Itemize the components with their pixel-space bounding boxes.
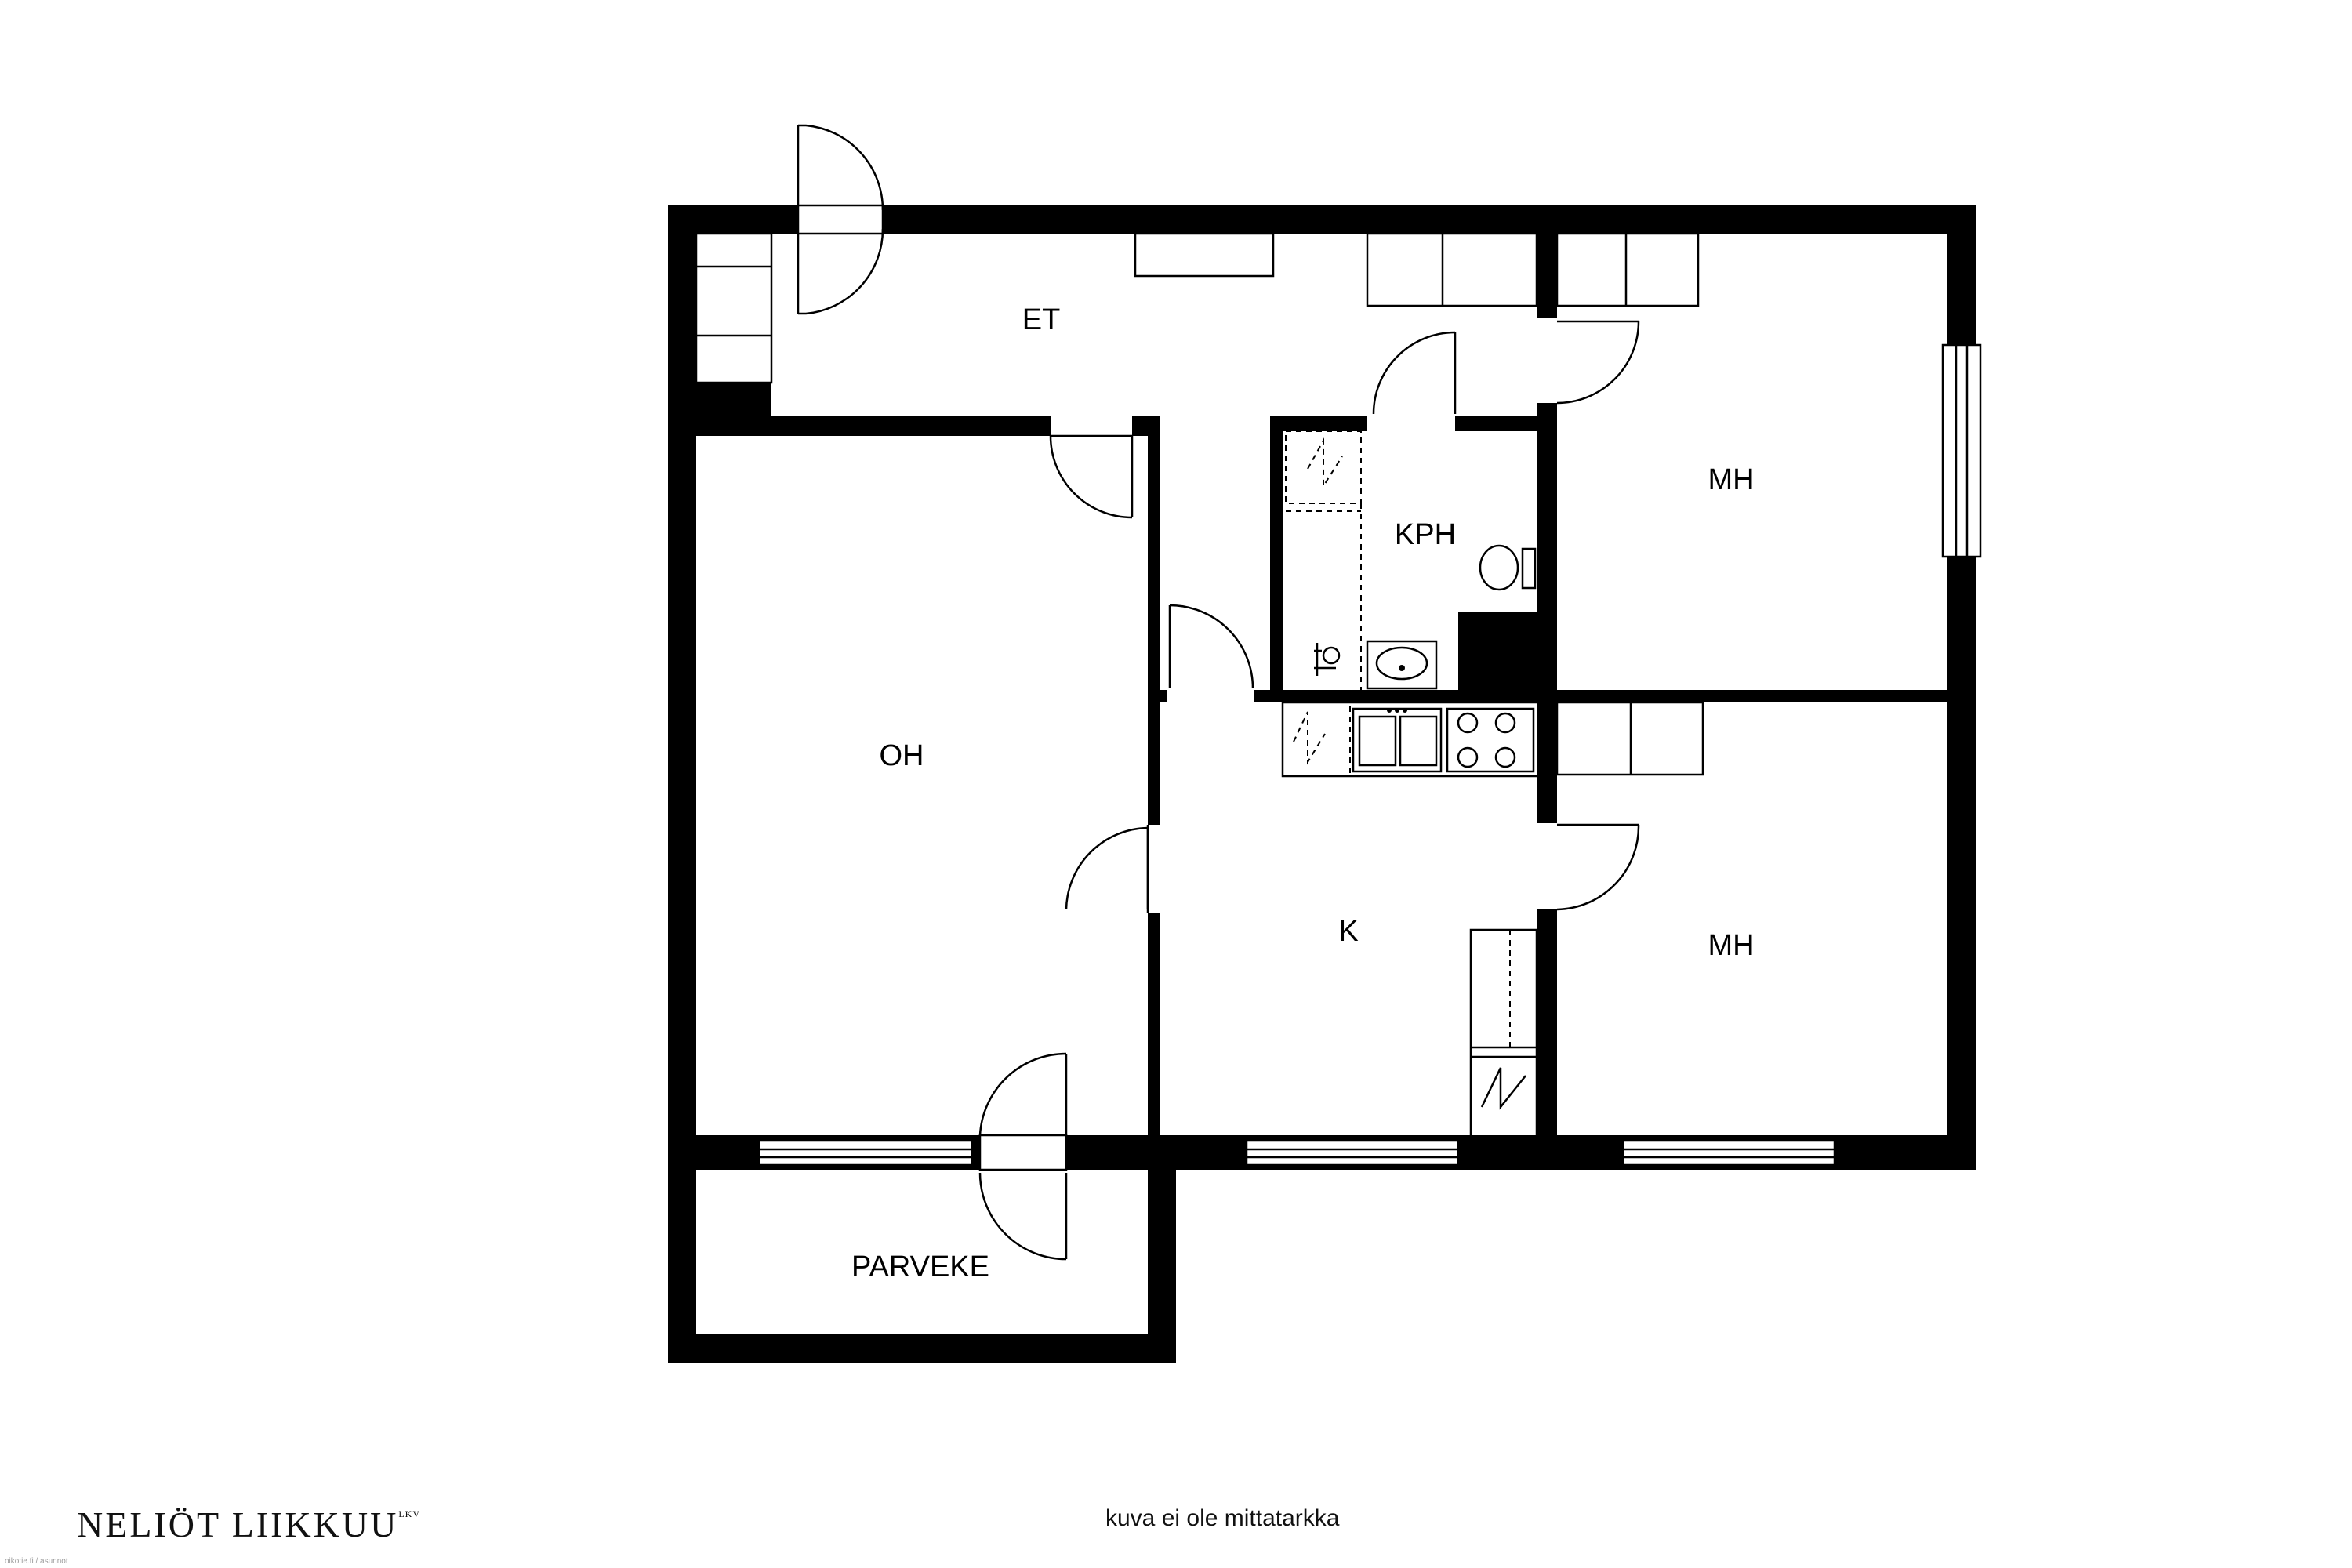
disclaimer-text: kuva ei ole mittatarkka bbox=[1105, 1505, 1340, 1531]
brand-logo: NELIÖT LIIKKUULKV bbox=[77, 1504, 420, 1545]
room-label-mh-upper: MH bbox=[1708, 463, 1754, 496]
room-labels: ET KPH MH OH K MH PARVEKE bbox=[851, 303, 1755, 1283]
watermark-text: oikotie.fi / asunnot bbox=[5, 1557, 68, 1566]
room-label-et: ET bbox=[1022, 303, 1061, 336]
furnishings bbox=[695, 232, 1704, 1138]
room-label-kph: KPH bbox=[1395, 518, 1456, 551]
room-label-k: K bbox=[1338, 915, 1358, 948]
doors bbox=[797, 124, 1640, 1261]
openings bbox=[798, 201, 1559, 1173]
windows bbox=[757, 343, 1982, 1167]
room-label-oh: OH bbox=[880, 739, 924, 772]
walls bbox=[668, 205, 1976, 1363]
brand-name: NELIÖT LIIKKUU bbox=[77, 1504, 399, 1544]
room-label-mh-lower: MH bbox=[1708, 929, 1754, 962]
brand-suffix: LKV bbox=[398, 1508, 421, 1519]
room-label-parveke: PARVEKE bbox=[851, 1250, 989, 1283]
